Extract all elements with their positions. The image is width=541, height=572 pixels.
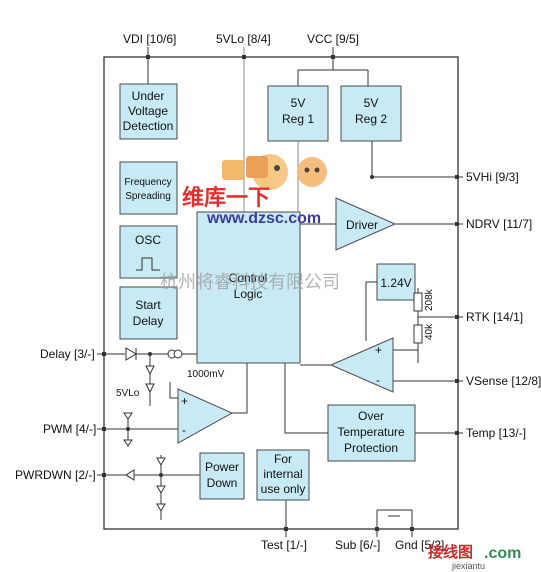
resistor-208k: 208k [424, 288, 435, 311]
start-delay-label-2: Delay [133, 314, 164, 328]
watermark-bottom-com: .com [484, 545, 521, 562]
watermark-bottom-cn: 接线图 [428, 543, 473, 561]
watermark-company: 杭州将睿科技有限公司 [160, 272, 340, 292]
pin-pwm: PWM [4/-] [43, 422, 96, 436]
uvd-label-2: Voltage [128, 104, 168, 118]
reg2-label-1: 5V [364, 96, 379, 110]
pin-test: Test [1/-] [261, 538, 307, 552]
vsense-minus: - [376, 373, 380, 387]
frequency-block [119, 161, 178, 215]
pin-ndrv: NDRV [11/7] [466, 217, 532, 231]
pwm-plus: + [181, 394, 188, 408]
reg1-label-2: Reg 1 [282, 112, 314, 126]
uvd-block [119, 83, 178, 140]
pin-sub: Sub [6/-] [335, 538, 380, 552]
control-logic-block [196, 211, 301, 364]
reg2-label-2: Reg 2 [355, 112, 387, 126]
uvd-label-1: Under [132, 89, 165, 103]
vsense-plus: + [375, 343, 382, 357]
start-delay-block [119, 286, 178, 340]
internal-use-label-1: For [274, 452, 292, 466]
power-down-label-1: Power [205, 460, 239, 474]
otp-block [327, 404, 416, 462]
reg1-label-1: 5V [291, 96, 306, 110]
watermark-url: www.dzsc.com [206, 210, 321, 227]
ref-1000mv-label: 1000mV [187, 369, 225, 380]
power-down-label-2: Down [207, 476, 238, 490]
pin-5vlo: 5VLo [8/4] [216, 32, 271, 46]
otp-label-1: Over [358, 409, 384, 423]
osc-label: OSC [135, 233, 161, 247]
internal-use-label-2: internal [263, 467, 302, 481]
power-down-block [199, 452, 245, 500]
osc-block [119, 225, 178, 279]
control-logic-label-1: Control [229, 271, 268, 285]
otp-label-2: Temperature [337, 425, 405, 439]
reg1-block [267, 85, 329, 142]
vsense-comparator [329, 337, 394, 393]
pin-delay: Delay [3/-] [40, 347, 95, 361]
pwm-comparator [177, 388, 234, 444]
reg2-block [340, 85, 402, 142]
pin-vdi: VDI [10/6] [123, 32, 176, 46]
driver-label: Driver [346, 218, 378, 232]
internal-use-block [256, 449, 310, 501]
otp-label-3: Protection [344, 441, 398, 455]
pin-vcc: VCC [9/5] [307, 32, 359, 46]
pin-5vhi: 5VHi [9/3] [466, 170, 519, 184]
vref-label: 1.24V [380, 276, 411, 290]
vlo-small-label: 5VLo [116, 388, 140, 399]
watermark-cn-top: 维库一下 [182, 185, 270, 210]
watermark-bottom-url: jiexiantu [451, 561, 485, 571]
mascot-watermark [222, 154, 327, 190]
pin-temp: Temp [13/-] [466, 426, 526, 440]
pin-pwrdwn: PWRDWN [2/-] [15, 468, 96, 482]
control-logic-label-2: Logic [234, 287, 263, 301]
frequency-label-1: Frequency [124, 177, 171, 188]
internal-use-label-3: use only [261, 482, 306, 496]
pin-rtk: RTK [14/1] [466, 310, 523, 324]
resistor-40k: 40k [424, 323, 435, 340]
frequency-label-2: Spreading [125, 191, 171, 202]
pwm-minus: - [182, 423, 186, 437]
uvd-label-3: Detection [123, 119, 174, 133]
start-delay-label-1: Start [135, 298, 161, 312]
pin-vsense: VSense [12/8] [466, 374, 541, 388]
pin-gnd: Gnd [5/2] [395, 538, 444, 552]
